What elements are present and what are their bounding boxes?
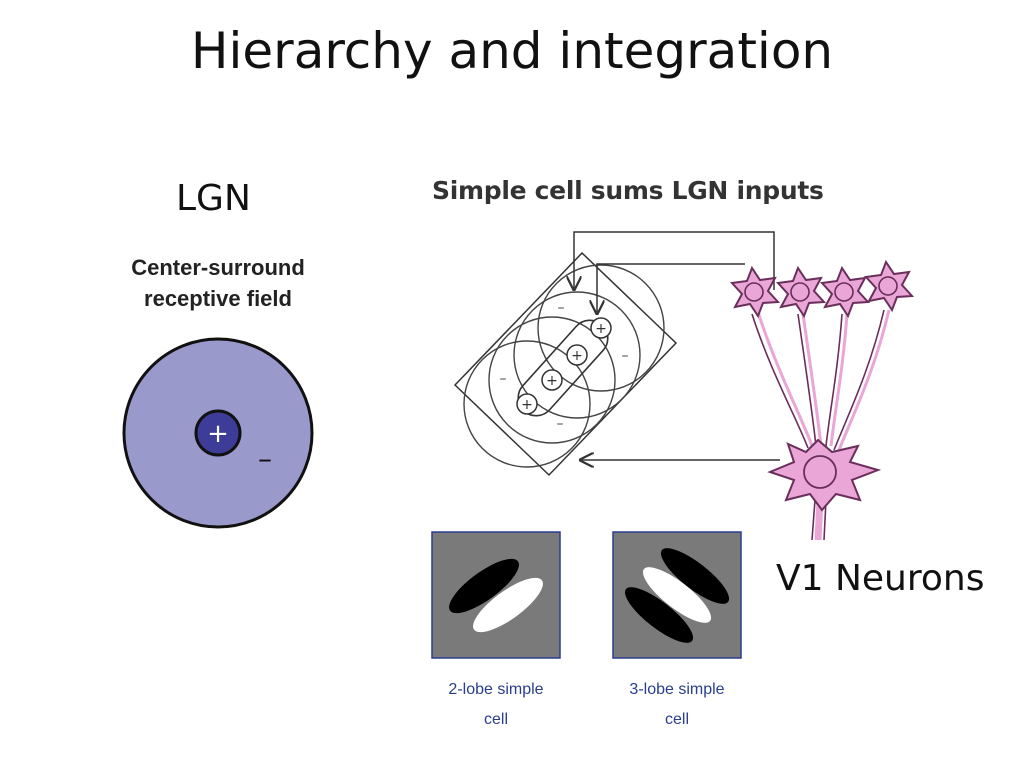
plus-sign-4: + bbox=[595, 321, 607, 337]
v1-neuron-body bbox=[767, 438, 882, 512]
filter-2-lobe-caption: 2-lobe simple cell bbox=[421, 675, 571, 735]
filter-2-lobe bbox=[431, 531, 561, 659]
lobe-white bbox=[473, 577, 543, 633]
slide-title: Hierarchy and integration bbox=[190, 22, 834, 80]
filter-3-lobe-caption: 3-lobe simple cell bbox=[602, 675, 752, 735]
lgn-neuron-2 bbox=[775, 265, 827, 319]
lobe-black bbox=[449, 558, 519, 614]
receptive-field-box bbox=[453, 251, 678, 477]
lgn-neuron-3 bbox=[819, 265, 871, 319]
axon-4 bbox=[833, 309, 885, 451]
simple-cell-title: Simple cell sums LGN inputs bbox=[432, 176, 824, 205]
lgn-neuron-1 bbox=[729, 265, 781, 319]
minus-sign-1: – bbox=[558, 300, 565, 316]
receptive-field-caption-line1: Center-surround bbox=[131, 255, 305, 280]
input-arrow-inner bbox=[597, 263, 745, 312]
filter-3-lobe bbox=[612, 531, 742, 659]
lgn-label: LGN bbox=[176, 178, 251, 219]
surround-circles bbox=[463, 264, 665, 468]
lobe-black-lower bbox=[624, 587, 694, 643]
plus-sign-3: + bbox=[571, 348, 583, 364]
plus-sign-1: + bbox=[521, 397, 533, 413]
lgn-neuron-4 bbox=[863, 259, 915, 313]
v1-neurons-label: V1 Neurons bbox=[776, 558, 985, 599]
axon-1 bbox=[751, 313, 809, 449]
filter-2-lobe-caption-line1: 2-lobe simple bbox=[448, 681, 544, 698]
input-arrow-outer bbox=[574, 231, 775, 290]
axon-2 bbox=[797, 313, 817, 447]
receptive-field-caption: Center-surround receptive field bbox=[108, 252, 328, 314]
minus-sign-3: – bbox=[500, 371, 507, 387]
filter-3-lobe-caption-line2: cell bbox=[664, 711, 689, 728]
minus-sign-2: – bbox=[622, 348, 629, 364]
plus-sign-2: + bbox=[546, 373, 558, 389]
filter-2-lobe-caption-line2: cell bbox=[483, 711, 508, 728]
lobe-black-upper bbox=[660, 548, 730, 604]
minus-sign-4: – bbox=[557, 416, 564, 432]
center-circles bbox=[516, 317, 612, 415]
lobe-white-middle bbox=[642, 567, 712, 623]
axon-3 bbox=[825, 313, 843, 447]
receptive-field-caption-line2: receptive field bbox=[144, 286, 292, 311]
filter-3-lobe-caption-line1: 3-lobe simple bbox=[629, 681, 725, 698]
